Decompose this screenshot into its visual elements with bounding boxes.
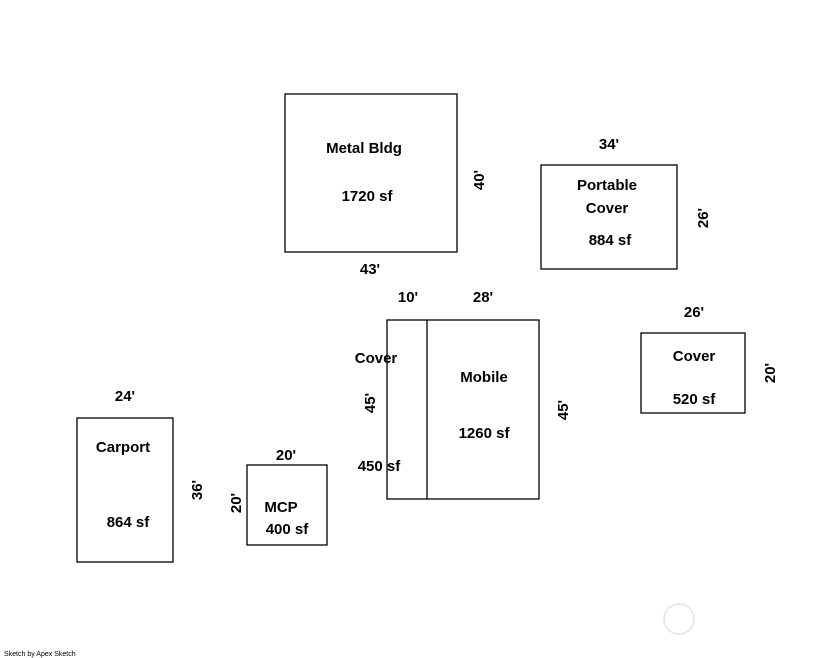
mobile-cover-depth: 45'	[362, 393, 379, 413]
mobile-name: Mobile	[460, 369, 508, 386]
sketch-credit: Sketch by Apex Sketch	[4, 651, 76, 658]
carport-outline	[76, 417, 174, 563]
watermark-circle-icon	[663, 603, 695, 635]
mobile-cover-area: 450 sf	[358, 458, 402, 475]
carport-width: 24'	[115, 388, 135, 405]
portable-cover-area: 884 sf	[589, 232, 633, 249]
mobile-outline	[386, 319, 540, 500]
metal-bldg-depth: 40'	[471, 170, 488, 190]
mobile-depth: 45'	[555, 400, 572, 420]
portable-cover: 34' Portable Cover 884 sf 26'	[540, 136, 712, 270]
metal-bldg-name: Metal Bldg	[326, 140, 402, 157]
carport-depth: 36'	[189, 480, 206, 500]
carport-name: Carport	[96, 439, 150, 456]
mobile-area: 1260 sf	[459, 425, 511, 442]
portable-cover-name-line2: Cover	[586, 200, 629, 217]
mcp-width: 20'	[276, 447, 296, 464]
cover-east-depth: 20'	[762, 363, 779, 383]
mcp-area: 400 sf	[266, 521, 310, 538]
carport-area: 864 sf	[107, 514, 151, 531]
metal-bldg-outline	[284, 93, 458, 253]
cover-east-width: 26'	[684, 304, 704, 321]
mobile-cover-width: 10'	[398, 289, 418, 306]
metal-bldg: Metal Bldg 1720 sf 43' 40'	[284, 93, 488, 278]
mcp: 20' MCP 400 sf 20'	[228, 447, 328, 546]
cover-east: 26' Cover 520 sf 20'	[640, 304, 779, 414]
mobile-width: 28'	[473, 289, 493, 306]
portable-cover-name-line1: Portable	[577, 177, 637, 194]
metal-bldg-width: 43'	[360, 261, 380, 278]
mcp-outline	[246, 464, 328, 546]
mcp-name: MCP	[264, 499, 297, 516]
mobile-cover-name: Cover	[355, 350, 398, 367]
cover-east-outline	[640, 332, 746, 414]
portable-cover-width: 34'	[599, 136, 619, 153]
mobile-home: 10' 28' Cover 450 sf 45' Mobile 1260 sf …	[355, 289, 572, 500]
carport: 24' Carport 864 sf 36'	[76, 388, 206, 563]
cover-east-area: 520 sf	[673, 391, 717, 408]
portable-cover-outline	[540, 164, 678, 270]
mcp-depth: 20'	[228, 493, 245, 513]
portable-cover-depth: 26'	[695, 208, 712, 228]
metal-bldg-area: 1720 sf	[342, 188, 394, 205]
cover-east-name: Cover	[673, 348, 716, 365]
